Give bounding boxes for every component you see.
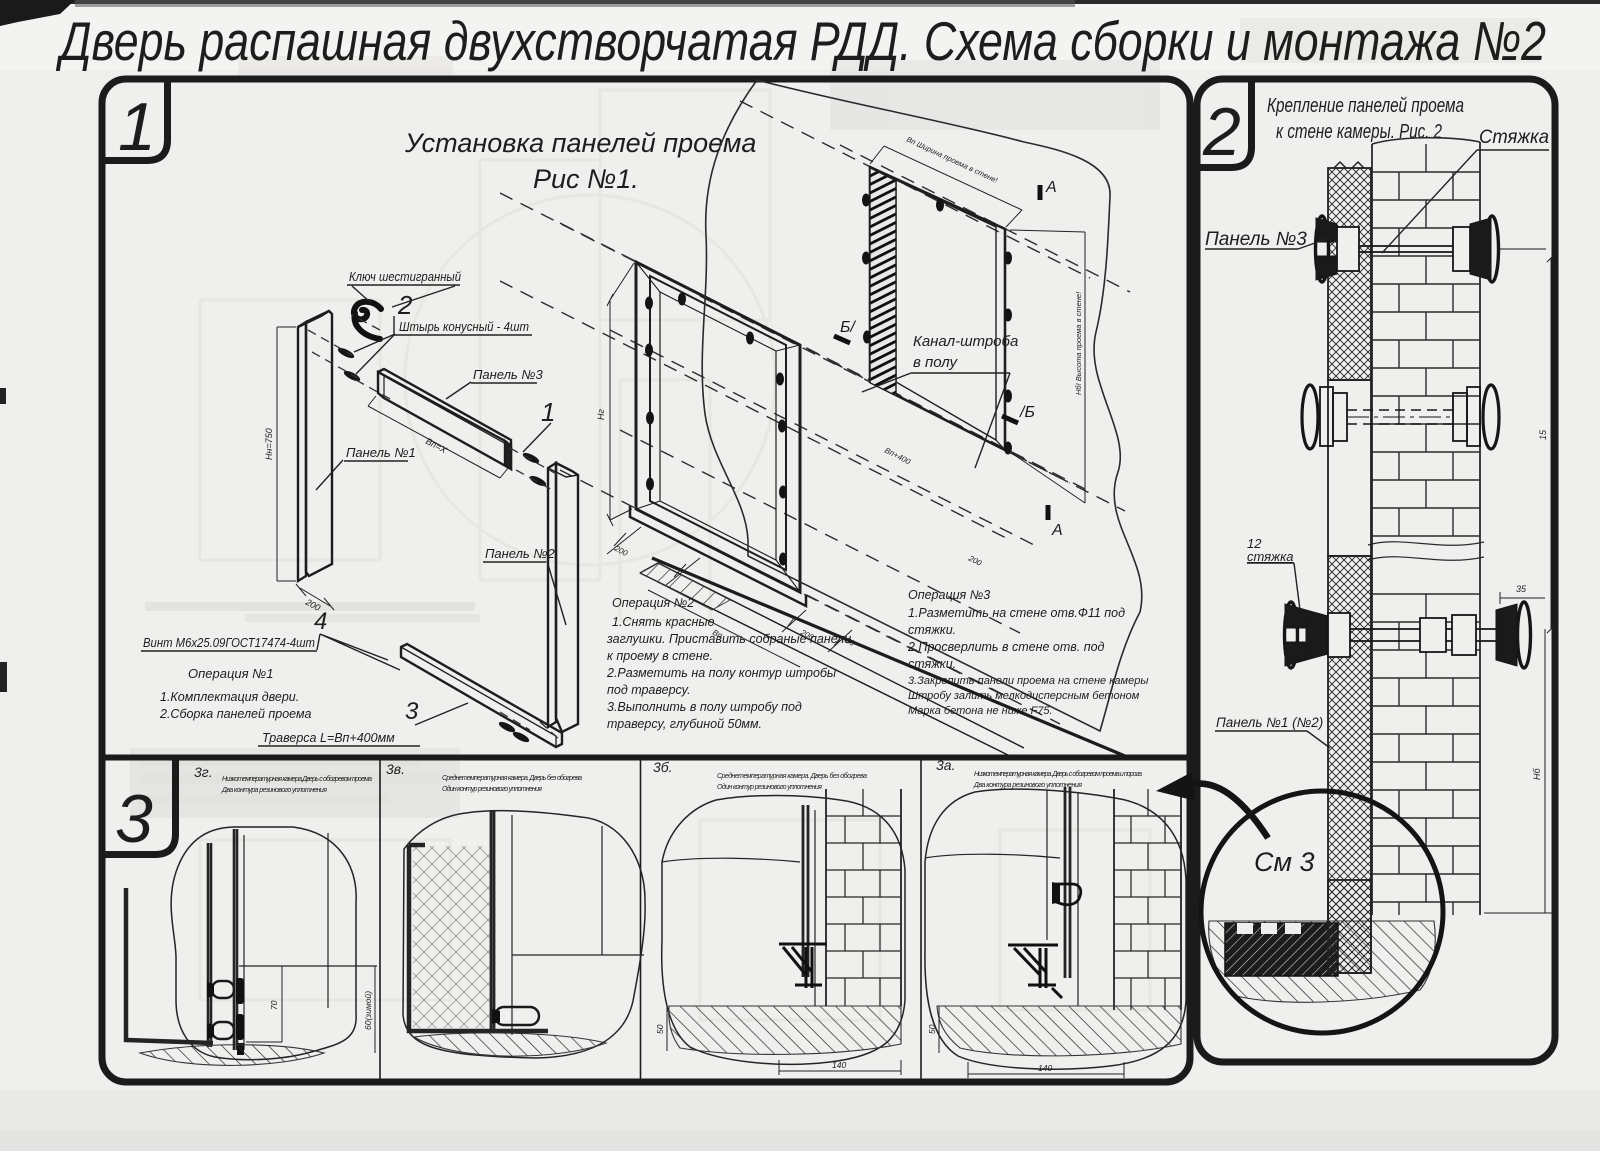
svg-text:Один контур резинового уплотне: Один контур резинового уплотнения [442,785,542,793]
svg-text:50: 50 [927,1024,937,1034]
svg-text:Нн=750: Нн=750 [264,428,274,460]
svg-text:Штырь конусный - 4шт: Штырь конусный - 4шт [399,319,529,334]
svg-text:Траверса L=Вп+400мм: Траверса L=Вп+400мм [262,731,395,745]
svg-text:Установка панелей проема: Установка панелей проема [404,128,756,158]
svg-text:Крепление панелей проема: Крепление панелей проема [1267,95,1464,117]
svg-text:1: 1 [541,397,555,427]
svg-text:4: 4 [314,608,327,635]
svg-text:1: 1 [118,89,156,165]
svg-text:Штробу залить мелкодисперсным: Штробу залить мелкодисперсным бетоном [908,690,1140,702]
svg-text:Панель №1: Панель №1 [346,445,416,460]
svg-text:Один контур резинового уплотне: Один контур резинового уплотнения [717,783,822,791]
svg-text:70: 70 [269,1000,279,1010]
svg-text:3в.: 3в. [386,761,405,777]
svg-text:Панель №1 (№2): Панель №1 (№2) [1216,715,1323,730]
svg-text:Нг: Нг [596,409,606,420]
svg-text:140: 140 [1038,1063,1052,1073]
svg-text:60(зимой): 60(зимой) [363,991,373,1030]
svg-text:2.Сборка панелей проема: 2.Сборка панелей проема [159,707,312,721]
svg-text:стяжки.: стяжки. [908,657,956,671]
svg-text:140: 140 [832,1060,846,1070]
svg-text:Панель №2: Панель №2 [485,546,555,561]
svg-text:Панель №3: Панель №3 [473,367,543,382]
svg-text:Низкотемпературная камера.Двер: Низкотемпературная камера.Дверь с обогре… [222,775,372,783]
svg-text:2.Просверлить в стене отв. п: 2.Просверлить в стене отв. под [907,640,1105,654]
svg-text:2: 2 [397,290,413,320]
svg-text:См 3: См 3 [1254,847,1315,877]
svg-text:/Б: /Б [1019,404,1035,421]
svg-text:Канал-штроба: Канал-штроба [913,333,1018,350]
svg-text:3а.: 3а. [936,757,955,773]
svg-text:3.Выполнить в полу штробу под: 3.Выполнить в полу штробу под [607,700,802,714]
svg-text:к стене камеры. Рис. 2: к стене камеры. Рис. 2 [1276,121,1442,143]
svg-text:1.Снять красные: 1.Снять красные [612,615,715,629]
svg-text:Винт М6х25.09ГОСТ17474-4шт: Винт М6х25.09ГОСТ17474-4шт [143,635,315,650]
svg-text:35: 35 [1516,584,1527,594]
svg-text:3г.: 3г. [194,764,213,780]
svg-text:Ключ шестигранный: Ключ шестигранный [349,269,461,284]
svg-text:к проему в стене.: к проему в стене. [607,649,713,663]
svg-text:Два контура резинового уплотне: Два контура резинового уплотнения [973,782,1082,789]
svg-text:Два контура резинового уплотне: Два контура резинового уплотнения [221,787,327,794]
svg-text:заглушки. Приставить собраные: заглушки. Приставить собраные панели [606,632,851,646]
svg-text:15: 15 [1538,429,1548,440]
svg-text:Низкотемпературная камера. Две: Низкотемпературная камера. Дверь с обогр… [974,770,1142,778]
svg-text:1.Разметить на стене отв.Ф11 п: 1.Разметить на стене отв.Ф11 под [908,606,1125,620]
svg-text:50: 50 [655,1024,665,1034]
svg-text:Дверь распашная двухстворчатая: Дверь распашная двухстворчатая РДД. Схем… [55,10,1546,72]
svg-text:А: А [1045,179,1057,196]
svg-text:траверсу, глубиной 50мм.: траверсу, глубиной 50мм. [607,717,762,731]
svg-text:стяжка: стяжка [1247,549,1293,564]
svg-text:3.Закрепить панели проема на с: 3.Закрепить панели проема на стене камер… [908,675,1148,687]
svg-text:Среднетемпературная камера. Дв: Среднетемпературная камера. Дверь без об… [717,772,867,780]
svg-text:Вп: Вп [711,628,724,641]
svg-text:1.Комплектация двери.: 1.Комплектация двери. [160,690,299,704]
svg-text:Среднетемпературная камера. Дв: Среднетемпературная камера. Дверь без об… [442,774,582,782]
svg-text:под траверсу.: под траверсу. [607,683,691,697]
svg-text:Панель №3: Панель №3 [1205,229,1307,250]
svg-text:Операция №1: Операция №1 [188,666,273,681]
svg-text:Нб! Высота проема в стене!: Нб! Высота проема в стене! [1074,291,1083,395]
svg-text:в полу: в полу [913,354,959,371]
svg-text:Операция №2: Операция №2 [612,596,694,610]
svg-text:12: 12 [1247,536,1262,551]
svg-text:Марка бетона не ниже F75.: Марка бетона не ниже F75. [908,705,1053,717]
svg-text:3б.: 3б. [653,759,673,775]
svg-text:2: 2 [1202,94,1241,170]
svg-text:Операция №3: Операция №3 [908,588,990,602]
svg-text:стяжки.: стяжки. [908,623,956,637]
svg-text:2.Разметить на полу контур штр: 2.Разметить на полу контур штробы [606,666,836,680]
svg-text:Нб: Нб [1532,768,1542,780]
svg-text:Стяжка: Стяжка [1479,127,1549,148]
svg-text:Рис №1.: Рис №1. [533,164,639,194]
svg-text:3: 3 [115,781,153,857]
svg-text:Б/: Б/ [840,319,856,336]
svg-text:А: А [1051,522,1063,539]
svg-text:3: 3 [405,698,419,725]
